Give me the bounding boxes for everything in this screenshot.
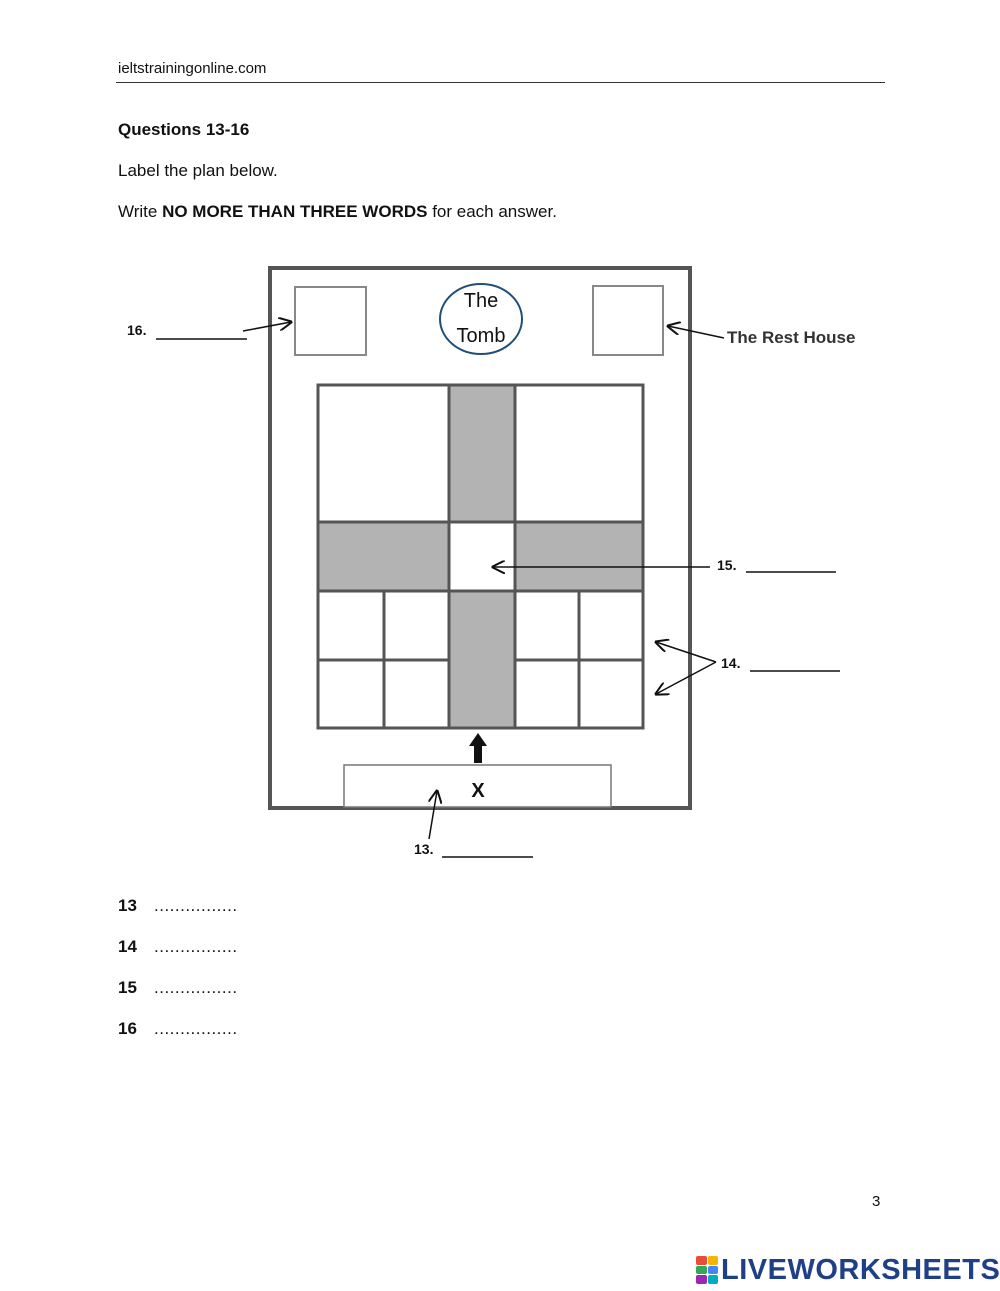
liveworksheets-logo[interactable]: LIVEWORKSHEETS [696,1252,1000,1288]
answer-number: 14 [118,937,137,956]
arrow-14-lower-icon [656,661,717,694]
answer-row-16: 16................ [118,1019,238,1039]
corridor-north [447,383,517,524]
rest-house-label: The Rest House [727,328,855,347]
liveworksheets-brand: LIVEWORKSHEETS [721,1253,1000,1286]
page-number: 3 [872,1193,881,1210]
instruction-suffix: for each answer. [427,202,557,221]
label-15: 15. [717,557,736,573]
tomb-label-line1: The [464,290,498,312]
grid-cell-se1 [513,589,581,662]
grid-cell-top-left [316,383,451,524]
central-room [447,520,517,593]
answer-row-14: 14................ [118,937,238,957]
instruction-label: Label the plan below. [118,161,278,180]
rest-house-box [592,285,664,356]
corridor-west [316,520,451,593]
building-grid [316,383,645,730]
plan-box-16 [294,286,367,356]
grid-cell-sw3 [316,658,386,730]
label-13: 13. [414,841,433,857]
answer-row-13: 13................ [118,896,238,916]
answer-blank[interactable]: ................ [154,978,238,997]
answer-blank[interactable]: ................ [154,1019,238,1038]
header-rule [116,82,885,83]
corridor-east [513,520,645,593]
arrow-13-icon [428,791,437,840]
up-arrow-icon [469,733,487,763]
entrance-area-x [343,764,612,808]
site-plan: The Tomb X 16. The Rest House 15. 14. 13… [127,266,855,858]
grid-cell-se3 [513,658,581,730]
questions-title: Questions 13-16 [118,120,250,139]
grid-cell-se4 [577,658,645,730]
instruction-word-limit: Write NO MORE THAN THREE WORDS for each … [118,202,557,222]
site-url: ieltstrainingonline.com [118,60,267,77]
tomb-circle [439,283,523,355]
instruction-word-limit-bold: NO MORE THAN THREE WORDS [162,202,428,221]
arrow-14-upper-icon [656,642,717,663]
x-label: X [471,780,485,802]
answer-number: 16 [118,1019,137,1038]
label-16: 16. [127,322,146,338]
instruction-prefix: Write [118,202,163,221]
grid-cell-sw2 [382,589,451,662]
grid-cell-se2 [577,589,645,662]
grid-cell-sw1 [316,589,386,662]
answer-blank[interactable]: ................ [154,937,238,956]
tomb-label-line2: Tomb [457,325,506,347]
arrow-16-icon [242,322,291,332]
answer-blank[interactable]: ................ [154,896,238,915]
corridor-south [447,589,517,730]
answer-number: 13 [118,896,137,915]
liveworksheets-badge-icon [696,1256,718,1284]
answer-number: 15 [118,978,137,997]
grid-cell-top-right [513,383,645,524]
grid-cell-sw4 [382,658,451,730]
label-14: 14. [721,655,740,671]
answer-row-15: 15................ [118,978,238,998]
arrow-rest-house-icon [668,326,725,339]
